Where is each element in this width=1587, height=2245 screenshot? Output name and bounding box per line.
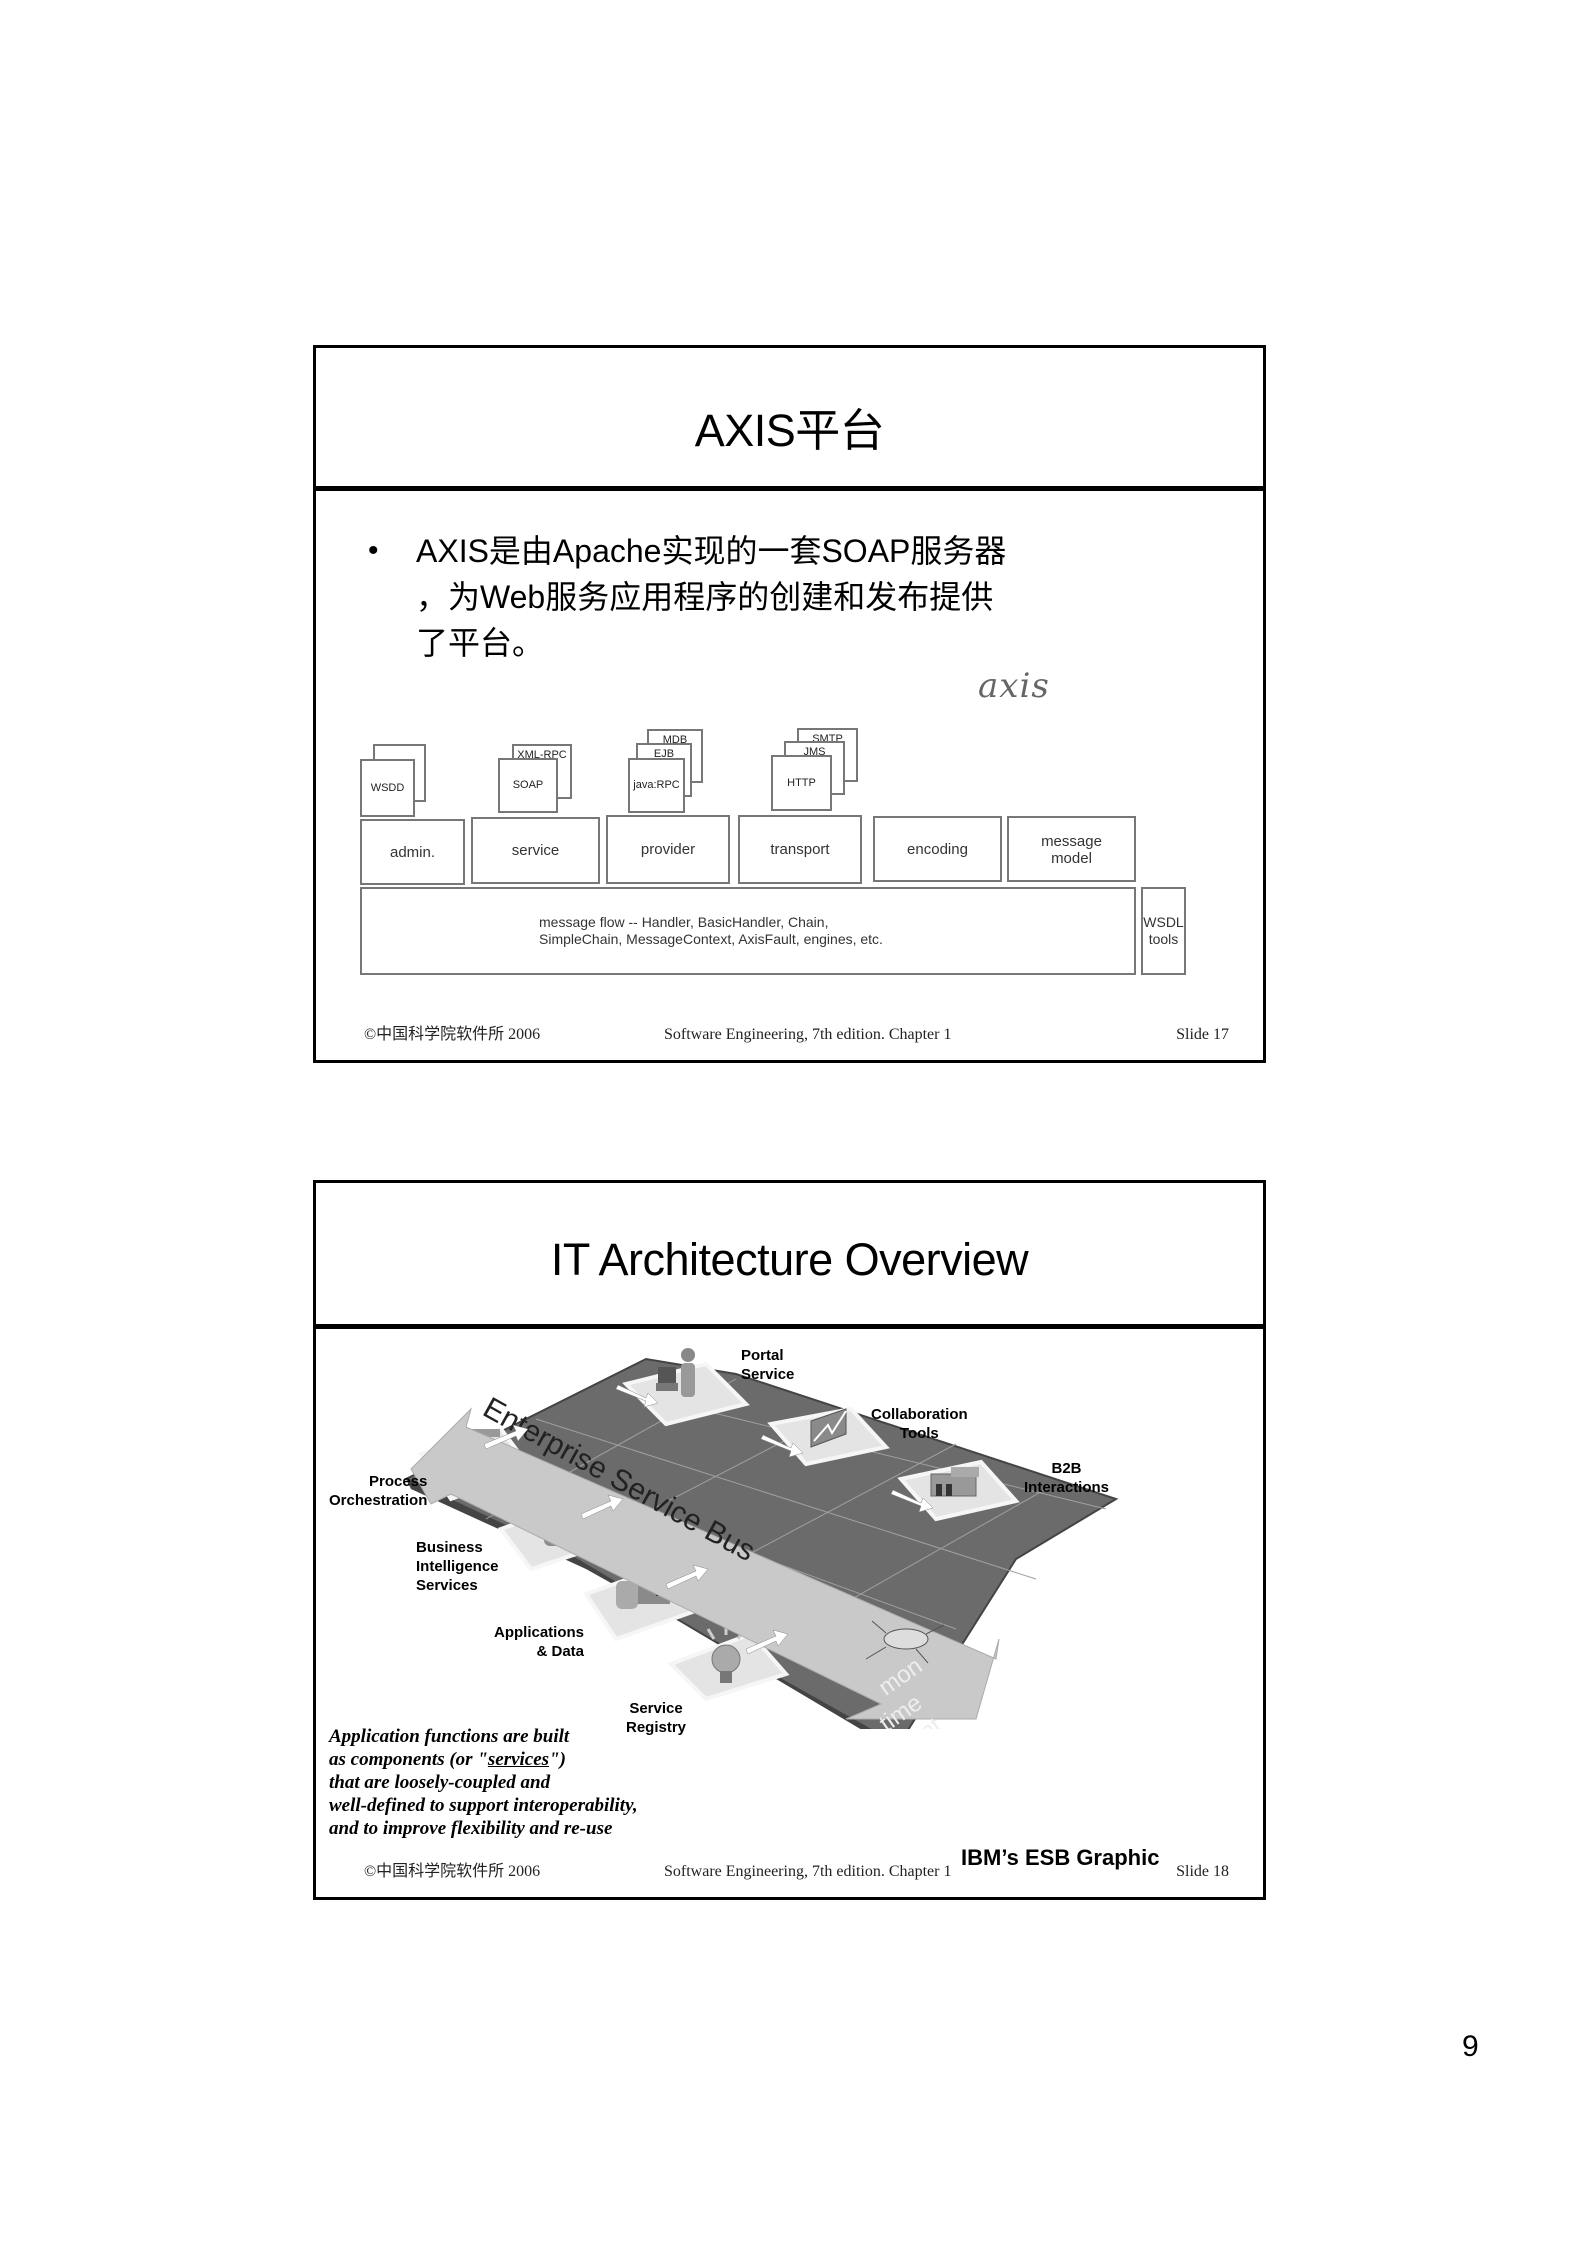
slide-18: IT Architecture Overview: [313, 1180, 1266, 1900]
footer-book: Software Engineering, 7th edition. Chapt…: [664, 1026, 952, 1043]
module-encoding: encoding: [873, 816, 1002, 882]
message-flow-line: message flow -- Handler, BasicHandler, C…: [539, 914, 829, 930]
message-flow-line: SimpleChain, MessageContext, AxisFault, …: [539, 931, 883, 947]
caption-text: as components (or ": [329, 1749, 488, 1770]
module-admin: admin.: [360, 819, 465, 885]
caption-line: Application functions are built: [329, 1726, 570, 1747]
ibm-esb-credit: IBM’s ESB Graphic: [961, 1845, 1160, 1870]
email-icon: [810, 1408, 847, 1448]
message-flow-box: message flow -- Handler, BasicHandler, C…: [360, 887, 1136, 975]
stack-card-http: HTTP: [771, 755, 832, 811]
label-applications-data: Applications & Data: [494, 1624, 585, 1660]
slide-title-area: IT Architecture Overview: [316, 1183, 1263, 1329]
label-portal-service: Portal Service: [741, 1347, 795, 1383]
slide-title: IT Architecture Overview: [550, 1233, 1029, 1285]
esb-caption: Application functions are built as compo…: [329, 1725, 638, 1840]
slide-title: AXIS平台: [694, 404, 885, 456]
module-transport: transport: [738, 815, 862, 884]
stack-card-soap: SOAP: [498, 758, 558, 813]
slide-17: AXIS平台 • AXIS是由Apache实现的一套SOAP服务器 ，为Web服…: [313, 345, 1266, 1063]
portal-user-icon: [656, 1348, 695, 1397]
caption-line: as components (or "services"): [329, 1748, 638, 1771]
page-number: 9: [1462, 2030, 1479, 2063]
module-provider: provider: [606, 815, 730, 884]
module-service: service: [471, 817, 600, 884]
caption-line: and to improve flexibility and re-use: [329, 1818, 613, 1839]
esb-graphic: Enterprise Service Bus mon time ronment: [403, 1348, 1119, 1729]
wsdl-tools-box: WSDL tools: [1141, 887, 1186, 975]
footer-slide-number: Slide 17: [1176, 1026, 1229, 1043]
module-message-model: message model: [1007, 816, 1136, 882]
services-link: services: [487, 1749, 550, 1770]
footer-book: Software Engineering, 7th edition. Chapt…: [664, 1863, 952, 1880]
caption-line: well-defined to support interoperability…: [329, 1795, 638, 1816]
label-business-intelligence: Business Intelligence Services: [416, 1539, 499, 1594]
slide-title-area: AXIS平台: [316, 348, 1263, 491]
footer-slide-number: Slide 18: [1176, 1863, 1229, 1880]
stack-card-javarpc: java:RPC: [628, 758, 685, 813]
footer-copyright: ©中国科学院软件所 2006: [364, 1863, 541, 1880]
caption-line: that are loosely-coupled and: [329, 1772, 551, 1793]
stack-card-wsdd: WSDD: [360, 759, 415, 817]
caption-text: "): [549, 1749, 566, 1770]
bullet-line: 了平台。: [416, 625, 545, 661]
label-process-orchestration: Process Orchestration: [329, 1473, 428, 1509]
label-collaboration-tools: Collaboration Tools: [871, 1406, 968, 1442]
label-b2b-interactions: B2B Interactions: [1024, 1460, 1110, 1496]
lightbulb-icon: [706, 1625, 746, 1683]
axis-logo: axis: [978, 666, 1050, 706]
bullet-line: ，为Web服务应用程序的创建和发布提供: [416, 579, 994, 615]
building-icon: [930, 1467, 979, 1497]
label-service-registry: Service Registry: [626, 1700, 687, 1736]
footer-copyright: ©中国科学院软件所 2006: [364, 1026, 541, 1043]
bullet-line: AXIS是由Apache实现的一套SOAP服务器: [416, 533, 1007, 569]
bullet-icon: •: [368, 534, 379, 567]
bullet-text: • AXIS是由Apache实现的一套SOAP服务器 ，为Web服务应用程序的创…: [368, 528, 1116, 666]
